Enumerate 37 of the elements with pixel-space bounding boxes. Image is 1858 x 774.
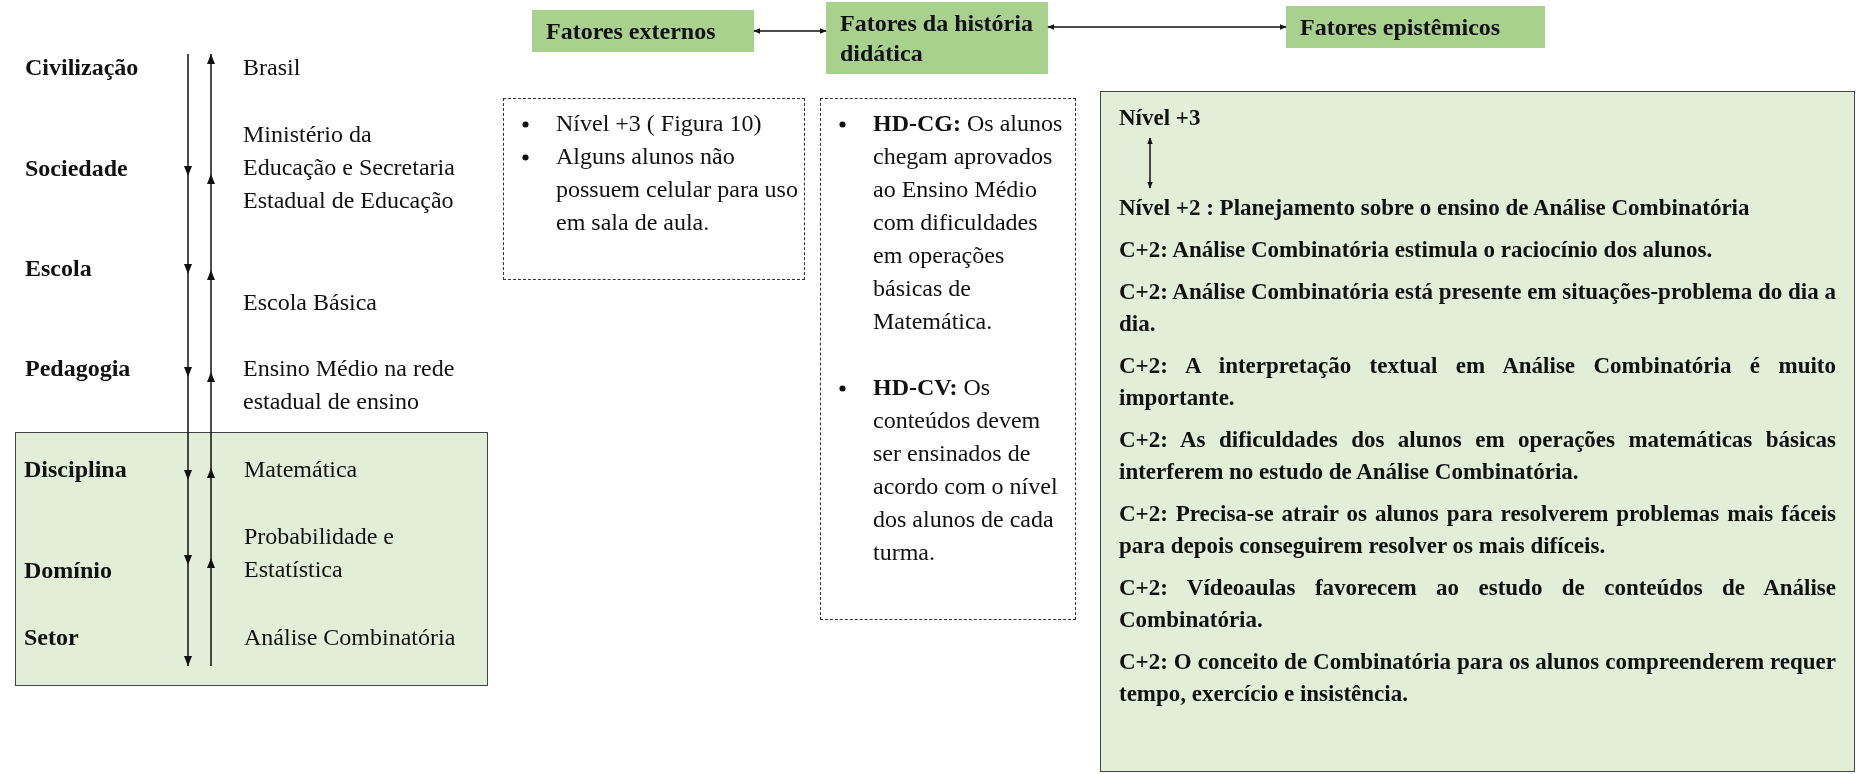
level-value: Análise Combinatória — [244, 623, 457, 652]
level-name: Domínio — [24, 556, 112, 585]
factor-heading-box: Fatores da história didática — [826, 2, 1048, 74]
statement-text: C+2: O conceito de Combinatória para os alunos compreenderem requer tempo, exercício e insistência. — [1119, 648, 1836, 708]
factor-heading-box: Fatores epistêmicos — [1286, 6, 1545, 48]
level-value: Probabilidade e Estatística — [244, 522, 395, 584]
level-name: Sociedade — [25, 154, 128, 183]
statement-text: C+2: Vídeoaulas favorecem ao estudo de conteúdos de Análise Combinatória. — [1119, 574, 1836, 634]
level-box — [15, 432, 488, 686]
level-value: Ensino Médio na rede estadual de ensino — [243, 354, 455, 416]
statement-text: C+2: Precisa-se atrair os alunos para resolverem problemas mais fáceis para depois conseguirem resolver os mais difíceis. — [1119, 500, 1836, 560]
statement-text: C+2: Análise Combinatória está presente em situações-problema do dia a dia. — [1119, 278, 1836, 338]
dashed-box — [503, 98, 805, 280]
statement-text: C+2: Análise Combinatória estimula o raciocínio dos alunos. — [1119, 236, 1714, 264]
bullet-text: HD-CG: Os alunos chegam aprovados ao Ensino Médio com dificuldades em operações básicas de Matemática. — [873, 110, 1063, 334]
bullet-text: Alguns alunos não possuem celular para uso em sala de aula. — [556, 143, 798, 235]
level-name: Escola — [25, 254, 92, 283]
level-text: Nível +3 — [1119, 102, 1201, 134]
dashed-box — [820, 98, 1076, 620]
level-name: Setor — [24, 623, 79, 652]
arrow — [753, 28, 827, 34]
bullet-text: HD-CV: Os conteúdos devem ser ensinados de acordo com o nível dos alunos de cada turma. — [873, 374, 1058, 565]
factor-heading-box: Fatores externos — [532, 10, 754, 52]
level-value: Escola Básica — [243, 288, 378, 317]
bullet-text: Nível +3 ( Figura 10) — [556, 110, 762, 136]
level-name: Civilização — [25, 53, 139, 82]
level-name: Disciplina — [24, 455, 127, 484]
level-text: Nível +2 : Planejamento sobre o ensino de Análise Combinatória — [1119, 192, 1836, 224]
statement-text: C+2: As dificuldades dos alunos em operações matemáticas básicas interferem no estudo de Análise Combinatória. — [1119, 426, 1836, 486]
level-name: Pedagogia — [25, 354, 131, 383]
statement-text: C+2: A interpretação textual em Análise Combinatória é muito importante. — [1119, 352, 1836, 412]
level-value: Brasil — [243, 53, 302, 82]
level-value: Ministério da Educação e Secretaria Estadual de Educação — [243, 120, 455, 215]
level-value: Matemática — [244, 455, 359, 484]
arrow — [1147, 137, 1153, 189]
epistemic-box — [1100, 91, 1855, 772]
arrow — [1047, 24, 1287, 30]
